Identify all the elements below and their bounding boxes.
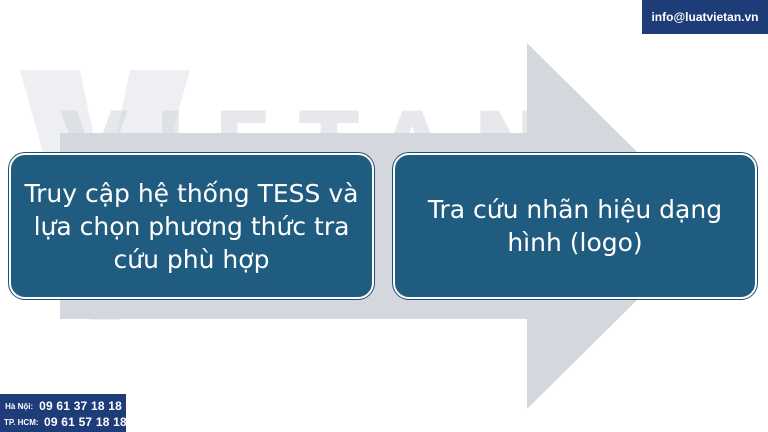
contact-label: Hà Nội: [5,401,34,411]
phone-number-hanoi[interactable]: 09 61 37 18 18 [39,399,122,413]
step-box-access-tess: Truy cập hệ thống TESS và lựa chọn phươn… [9,153,374,299]
contact-row-hcm: TP. HCM: 09 61 57 18 18 [4,414,127,430]
step-box-search-logo: Tra cứu nhãn hiệu dạng hình (logo) [393,153,757,299]
contact-label: TP. HCM: [4,417,39,427]
contact-panel: Hà Nội: 09 61 37 18 18 TP. HCM: 09 61 57… [0,394,127,432]
step-1-text: Truy cập hệ thống TESS và lựa chọn phươn… [24,178,359,274]
email-link[interactable]: info@luatvietan.vn [642,0,768,34]
step-2-text: Tra cứu nhãn hiệu dạng hình (logo) [427,195,723,257]
arrow-shape [60,43,712,409]
contact-row-hanoi: Hà Nội: 09 61 37 18 18 [4,398,122,414]
phone-number-hcm[interactable]: 09 61 57 18 18 [44,415,127,429]
